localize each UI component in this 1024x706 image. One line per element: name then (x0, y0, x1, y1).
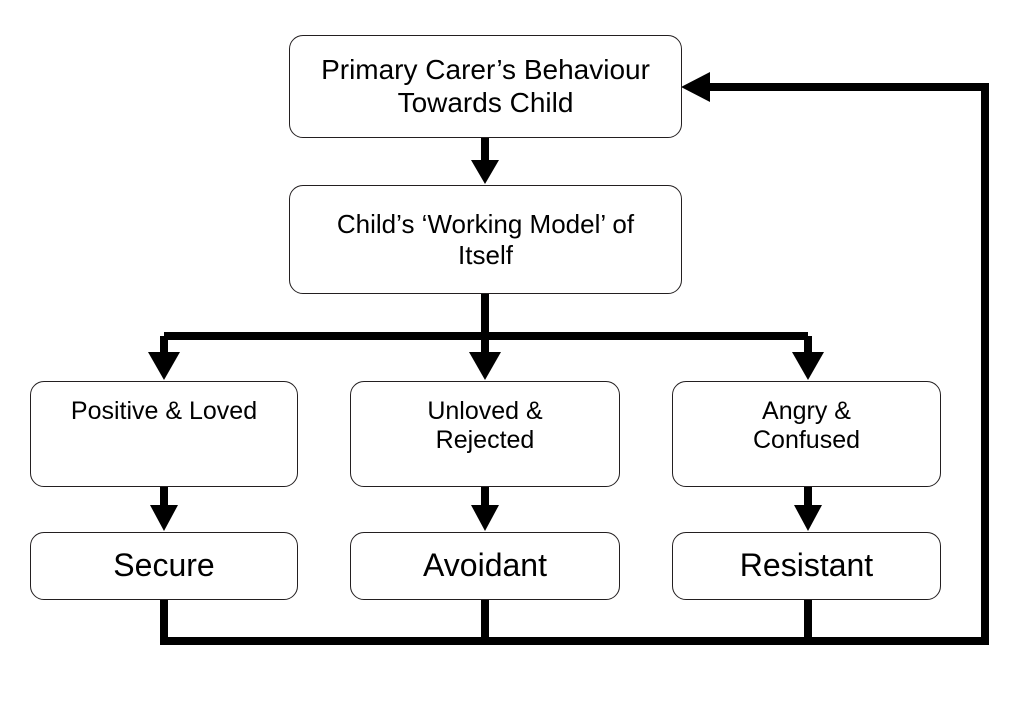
connector-working-model-branch (148, 294, 824, 380)
connector-unloved-to-avoidant (471, 487, 499, 531)
node-label: Avoidant (423, 547, 547, 584)
node-label: Primary Carer’s Behaviour Towards Child (321, 54, 650, 118)
node-label: Angry & Confused (752, 397, 861, 454)
node-label: Child’s ‘Working Model’ of Itself (336, 209, 635, 270)
connector-positive-to-secure (150, 487, 178, 531)
node-type-resistant[interactable]: Resistant (672, 532, 941, 600)
node-primary-carer-behaviour[interactable]: Primary Carer’s Behaviour Towards Child (289, 35, 682, 138)
connector-carer-to-working-model (471, 138, 499, 184)
node-label: Resistant (739, 547, 874, 584)
node-label: Secure (113, 547, 215, 584)
node-state-angry-confused[interactable]: Angry & Confused (672, 381, 941, 487)
connector-angry-to-resistant (794, 487, 822, 531)
node-label: Positive & Loved (70, 397, 258, 425)
node-type-avoidant[interactable]: Avoidant (350, 532, 620, 600)
node-state-positive-loved[interactable]: Positive & Loved (30, 381, 298, 487)
node-label: Unloved & Rejected (427, 397, 543, 454)
node-type-secure[interactable]: Secure (30, 532, 298, 600)
node-child-working-model[interactable]: Child’s ‘Working Model’ of Itself (289, 185, 682, 294)
node-state-unloved-rejected[interactable]: Unloved & Rejected (350, 381, 620, 487)
